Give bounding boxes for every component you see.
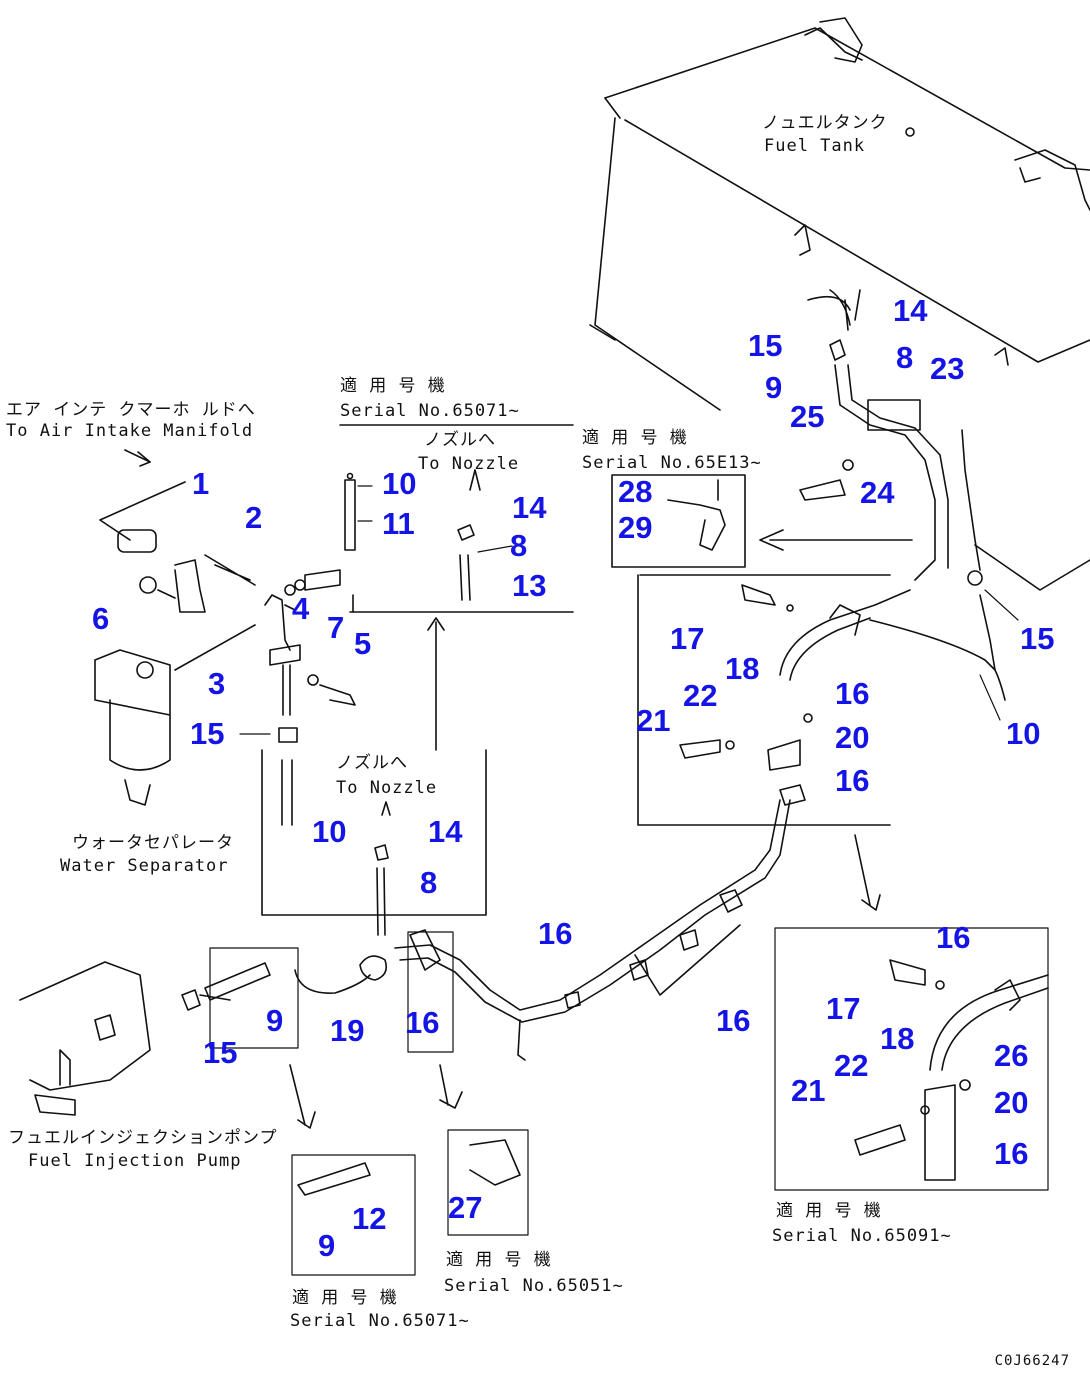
serial-4-label-en: Serial No.65051~	[444, 1276, 624, 1296]
serial-2-label-en: Serial No.65E13~	[582, 453, 762, 473]
air-intake-drawing	[99, 449, 256, 613]
nozzle-1-label-jp: ノズルへ	[424, 430, 496, 450]
part-number: 19	[330, 1013, 365, 1048]
detail-lower-lines	[854, 959, 1049, 1181]
part-number: 15	[203, 1035, 238, 1070]
serial-1-label-jp: 適 用 号 機	[340, 376, 446, 396]
part-number: 9	[318, 1228, 336, 1263]
nozzle-1-label-en: To Nozzle	[418, 454, 520, 474]
part-number: 10	[382, 466, 417, 501]
part-number: 1	[192, 466, 210, 501]
part-number: 29	[618, 510, 653, 545]
injection-pump-drawing	[19, 961, 271, 1116]
part-number: 20	[994, 1085, 1029, 1120]
water-separator-label-jp: ウォータセパレータ	[72, 833, 234, 853]
part-number: 16	[835, 763, 870, 798]
part-number: 17	[826, 991, 861, 1026]
part-number: 21	[636, 703, 671, 738]
part-number: 16	[936, 920, 971, 955]
part-number: 18	[725, 651, 760, 686]
leader-lines	[239, 485, 1019, 735]
part-number: 2	[245, 500, 263, 535]
air-intake-label-jp: エア インテ クマーホ ルドへ	[6, 400, 256, 420]
serial-4-label-jp: 適 用 号 機	[446, 1250, 552, 1270]
part-number: 20	[835, 720, 870, 755]
part-number: 28	[618, 474, 653, 509]
tank-pipe-lines	[799, 289, 1006, 701]
part-number: 16	[716, 1003, 751, 1038]
inset-65071-lines	[339, 424, 574, 751]
part-number: 25	[790, 399, 825, 434]
part-number: 10	[312, 814, 347, 849]
part-number: 9	[266, 1003, 284, 1038]
part-number: 14	[428, 814, 463, 849]
part-number: 8	[896, 340, 914, 375]
part-number: 9	[765, 370, 783, 405]
nozzle-2-label-en: To Nozzle	[336, 778, 438, 798]
fuel-tank-label-en: Fuel Tank	[764, 136, 866, 156]
detail-upper-lines	[637, 574, 911, 911]
part-number: 12	[352, 1201, 387, 1236]
fitting-center-drawing	[264, 569, 356, 826]
part-number: 22	[683, 678, 718, 713]
part-number: 5	[354, 626, 372, 661]
part-number: 13	[512, 568, 547, 603]
fuel-tank-label-jp: ノュエルタンク	[762, 113, 888, 133]
part-number: 8	[420, 865, 438, 900]
drawing-code: C0J66247	[994, 1353, 1070, 1369]
serial-5-label-jp: 適 用 号 機	[776, 1201, 882, 1221]
main-pipe-lines	[294, 799, 791, 1061]
part-number: 17	[670, 621, 705, 656]
part-number: 6	[92, 601, 110, 636]
part-number: 14	[512, 490, 547, 525]
inset-nozzle-lines	[261, 749, 487, 936]
fuel-tank-drawing	[589, 17, 1090, 591]
serial-5-label-en: Serial No.65091~	[772, 1226, 952, 1246]
inset-boxes-bottom	[209, 927, 1049, 1276]
serial-2-label-jp: 適 用 号 機	[582, 428, 688, 448]
part-number: 26	[994, 1038, 1029, 1073]
part-number: 10	[1006, 716, 1041, 751]
part-number: 11	[382, 506, 415, 541]
part-number: 15	[748, 328, 783, 363]
serial-3-label-jp: 適 用 号 機	[292, 1288, 398, 1308]
pump-label-en: Fuel Injection Pump	[28, 1151, 242, 1171]
part-number: 22	[834, 1048, 869, 1083]
part-number: 21	[791, 1073, 826, 1108]
part-number: 23	[930, 351, 965, 386]
part-number: 18	[880, 1021, 915, 1056]
inset-65e13-lines	[611, 474, 913, 568]
pump-label-jp: フュエルインジェクションポンプ	[8, 1128, 278, 1148]
part-number: 7	[327, 610, 345, 645]
part-number: 16	[538, 916, 573, 951]
part-number: 3	[208, 666, 226, 701]
serial-1-label-en: Serial No.65071~	[340, 401, 520, 421]
part-number: 16	[994, 1136, 1029, 1171]
part-number: 15	[190, 716, 225, 751]
part-number: 4	[292, 591, 310, 626]
part-number: 24	[860, 475, 895, 510]
part-number: 27	[448, 1190, 483, 1225]
part-number: 15	[1020, 621, 1055, 656]
part-number: 14	[893, 293, 928, 328]
water-separator-drawing	[94, 624, 256, 806]
nozzle-2-label-jp: ノズルへ	[336, 753, 408, 773]
part-number: 16	[835, 676, 870, 711]
serial-3-label-en: Serial No.65071~	[290, 1311, 470, 1331]
part-number: 16	[405, 1005, 440, 1040]
water-separator-label-en: Water Separator	[60, 856, 229, 876]
part-number: 8	[510, 528, 528, 563]
air-intake-label-en: To Air Intake Manifold	[6, 421, 254, 441]
